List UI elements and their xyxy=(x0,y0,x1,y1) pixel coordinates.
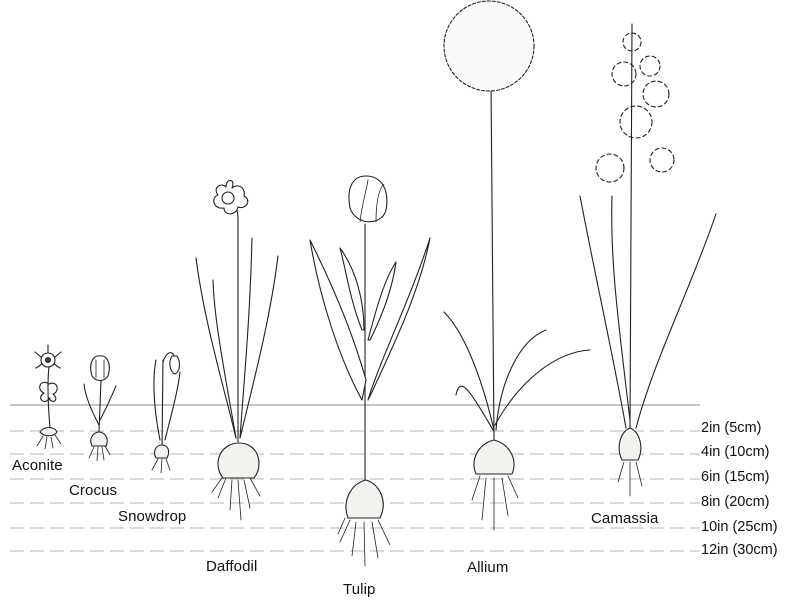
tulip-illustration xyxy=(310,176,430,566)
plant-label-camassia: Camassia xyxy=(591,510,659,527)
plant-label-daffodil: Daffodil xyxy=(206,558,257,575)
depth-label-6in: 6in (15cm) xyxy=(701,469,770,485)
depth-label-8in: 8in (20cm) xyxy=(701,494,770,510)
plant-label-allium: Allium xyxy=(467,559,508,576)
depth-label-4in: 4in (10cm) xyxy=(701,444,770,460)
plant-label-crocus: Crocus xyxy=(69,482,117,499)
allium-flower-head xyxy=(444,1,534,91)
camassia-illustration xyxy=(580,24,716,496)
plant-label-aconite: Aconite xyxy=(12,457,63,474)
plant-label-tulip: Tulip xyxy=(343,581,375,598)
aconite-illustration xyxy=(35,345,61,449)
crocus-illustration xyxy=(84,356,116,461)
depth-label-10in: 10in (25cm) xyxy=(701,519,778,535)
depth-label-2in: 2in (5cm) xyxy=(701,420,761,436)
depth-label-12in: 12in (30cm) xyxy=(701,542,778,558)
allium-illustration xyxy=(444,1,590,530)
daffodil-illustration xyxy=(196,180,278,520)
plant-label-snowdrop: Snowdrop xyxy=(118,508,186,525)
snowdrop-illustration xyxy=(152,353,180,473)
